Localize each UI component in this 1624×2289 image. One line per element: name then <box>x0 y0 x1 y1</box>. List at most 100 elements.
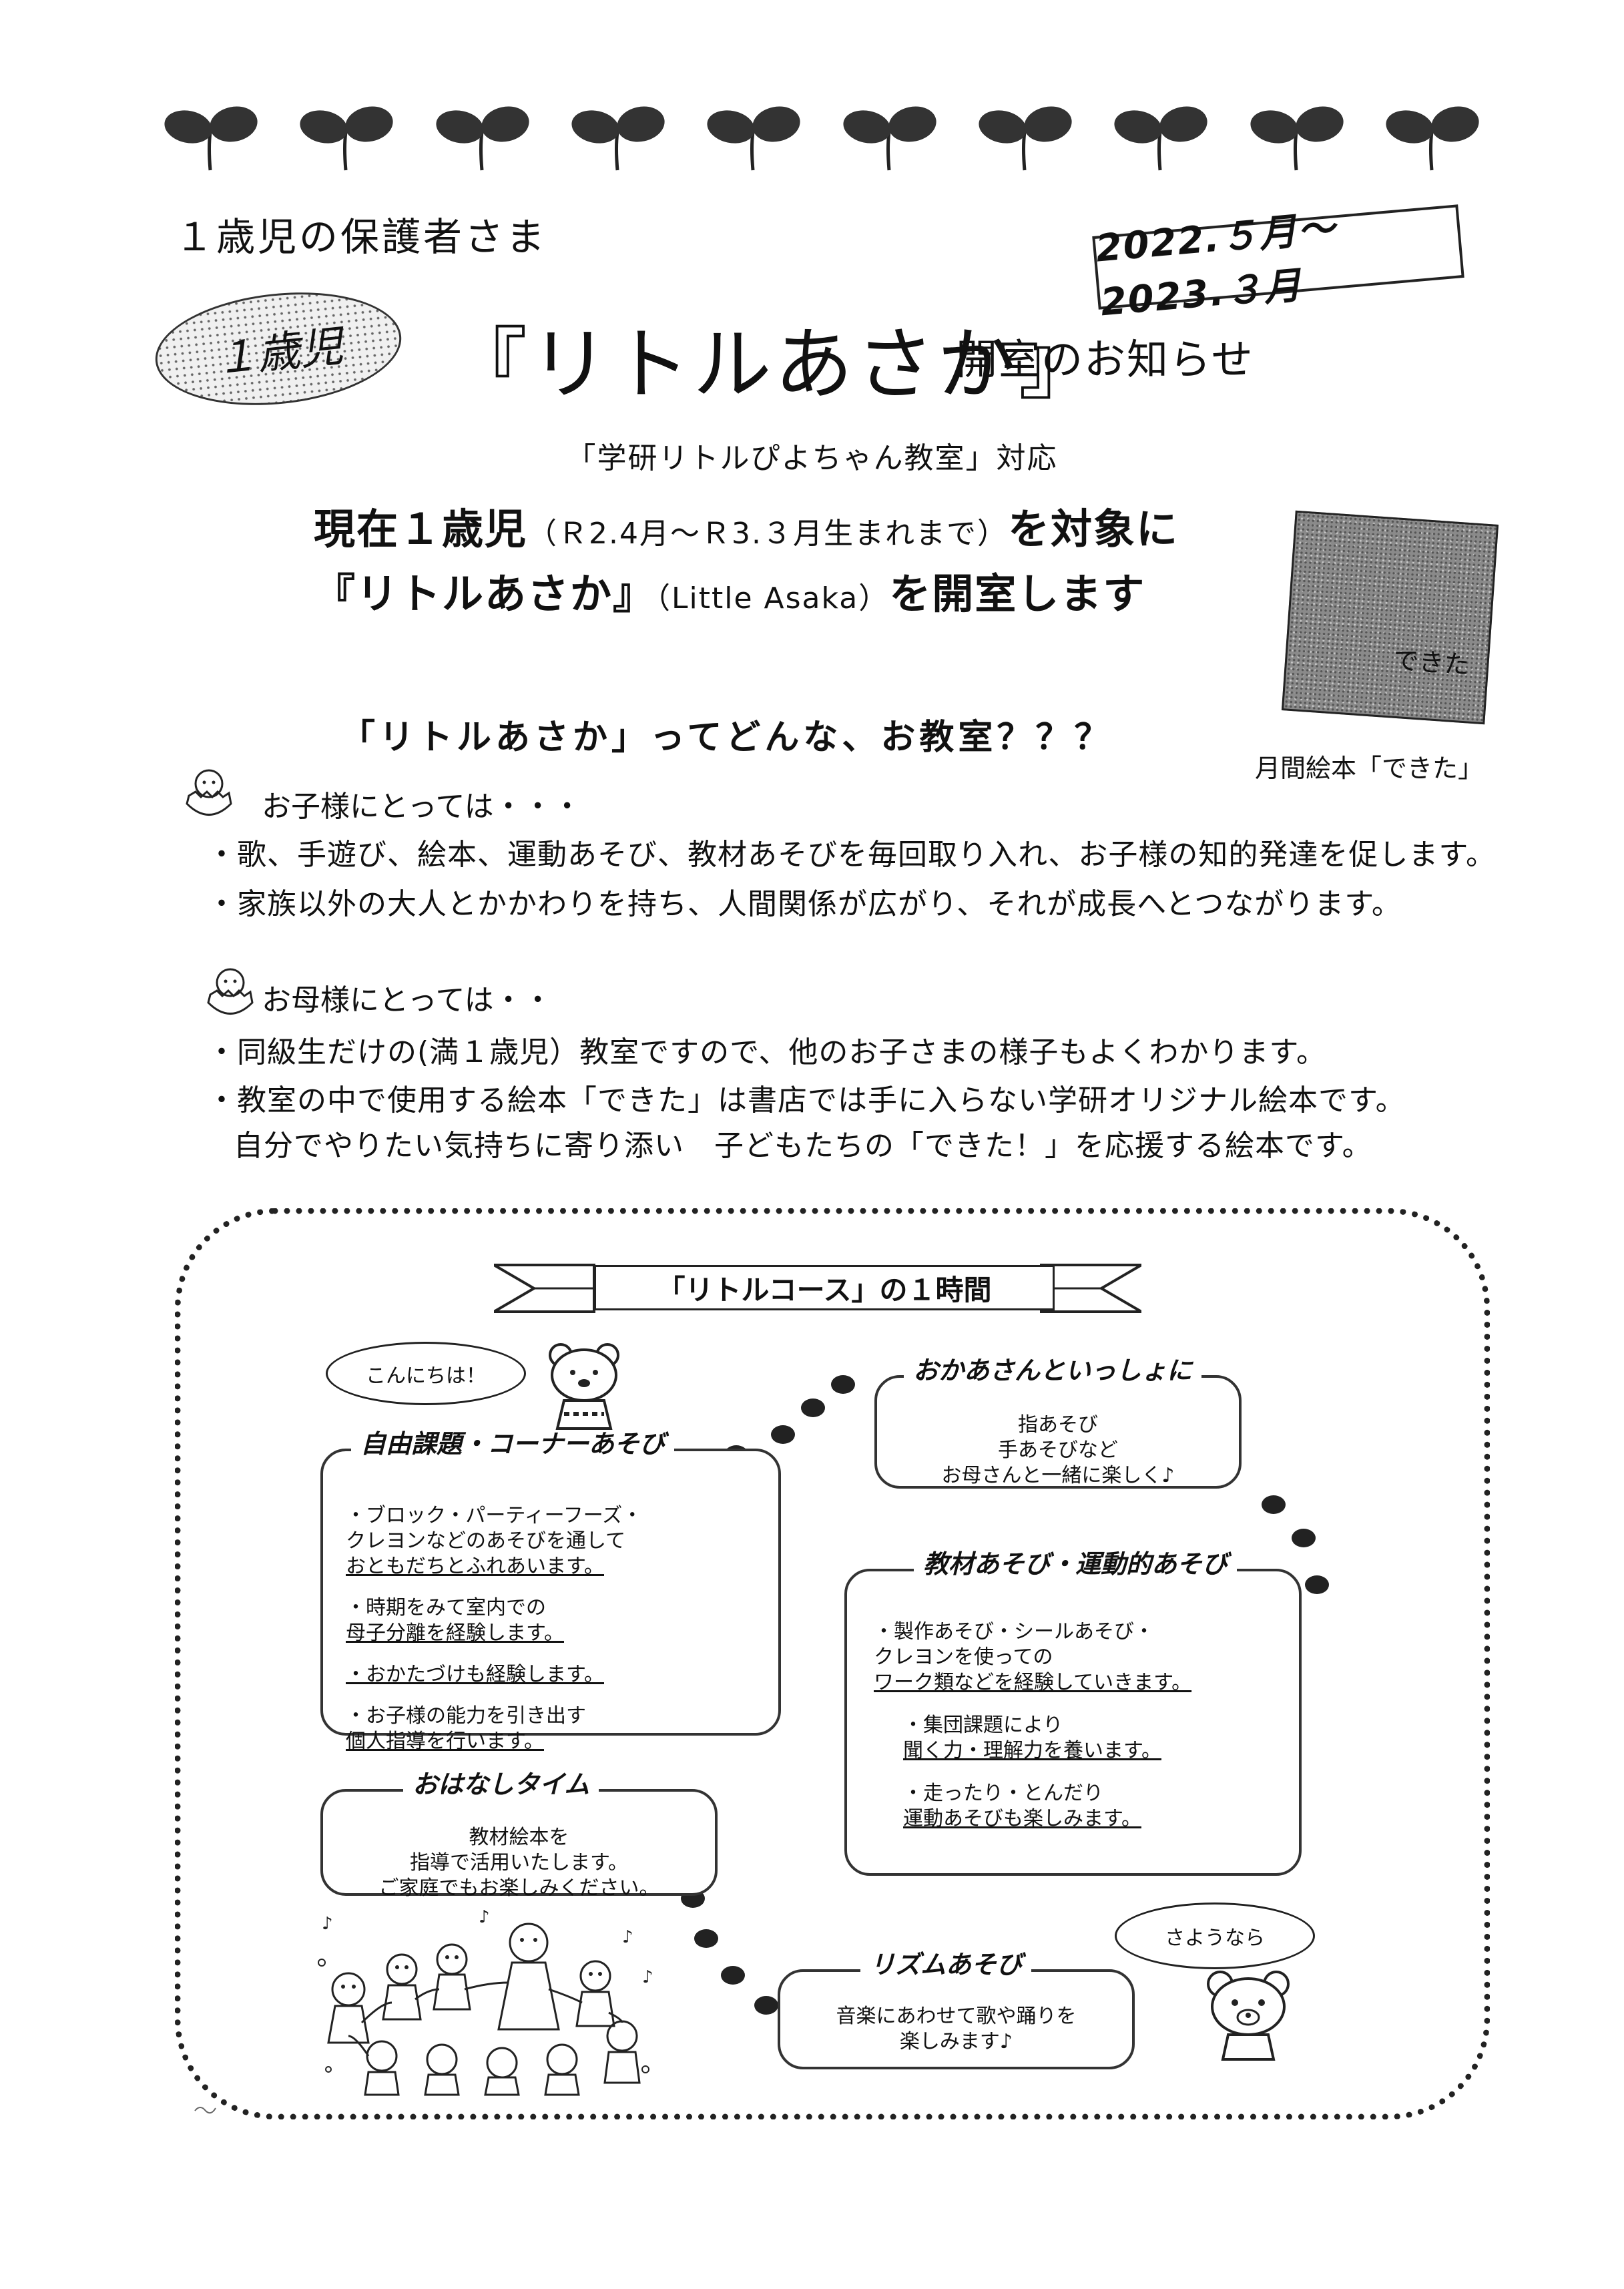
picture-book-cover: できた <box>1281 510 1499 725</box>
chick-icon <box>186 769 232 816</box>
book-cover-title: できた <box>1392 645 1470 680</box>
free-play-item: ・ブロック・パーティーフーズ・ クレヨンなどのあそびを通して おともだちとふれあ… <box>346 1503 756 1579</box>
sprout-icon <box>979 106 1072 171</box>
mother-heading: お母様にとっては・・ <box>262 983 553 1017</box>
with-mother-line: お母さんと一緒に楽しく♪ <box>941 1464 1175 1487</box>
page-title: 『リトルあさか』 <box>449 318 1101 411</box>
teaching-item: ・製作あそび・シールあそび・ クレヨンを使っての ワーク類などを経験していきます… <box>874 1619 1279 1696</box>
free-play-box: 自由課題・コーナーあそび ・ブロック・パーティーフーズ・ クレヨンなどのあそびを… <box>320 1431 781 1753</box>
child-heading: お子様にとっては・・・ <box>262 790 582 824</box>
intro-english-name: （Little Asaka） <box>655 581 890 615</box>
schedule-title: 「リトルコース」の１時間 <box>594 1265 1055 1310</box>
intro-line-1: 現在１歳児（Ｒ2.4月～Ｒ3.３月生まれまで）を対象に <box>314 499 1302 564</box>
title-suffix: 開室のお知らせ <box>956 335 1254 384</box>
intro-target: 現在１歳児 <box>314 505 528 553</box>
svg-text:♪: ♪ <box>622 1927 633 1947</box>
sprout-icon <box>300 106 393 171</box>
sprout-icon <box>436 106 529 171</box>
section-question: 「リトルあさか」ってどんな、お教室？？？ <box>340 718 1113 758</box>
bear-mascot-icon <box>1207 1971 1290 2061</box>
intro-birth-range: （Ｒ2.4月～Ｒ3.３月生まれまで） <box>527 517 1008 551</box>
free-play-line: おともだちとふれあいます。 <box>346 1555 604 1578</box>
intro-open: を開室します <box>889 569 1146 618</box>
goodbye-bubble: さようなら <box>1115 1902 1315 1969</box>
hello-bubble: こんにちは！ <box>326 1342 526 1405</box>
sprout-border <box>160 100 1482 174</box>
margin-mark <box>194 2107 216 2114</box>
path-dot <box>721 1966 745 1985</box>
mother-point: ・教室の中で使用する絵本「できた」は書店では手に入らない学研オリジナル絵本です。 <box>207 1083 1406 1117</box>
story-line: ご家庭でもお楽しみください。 <box>378 1876 659 1900</box>
sprout-icon <box>843 106 936 171</box>
with-mother-box: おかあさんといっしょに 指あそび 手あそびなど お母さんと一緒に楽しく♪ <box>874 1358 1242 1489</box>
free-play-line: クレヨンなどのあそびを通して <box>346 1529 626 1553</box>
free-play-title: 自由課題・コーナーあそび <box>351 1431 675 1457</box>
book-caption: 月間絵本「できた」 <box>1255 754 1484 783</box>
story-line: 指導で活用いたします。 <box>410 1851 628 1874</box>
path-dot <box>1305 1575 1329 1594</box>
svg-text:♪: ♪ <box>642 1967 653 1987</box>
intro-target-suffix: を対象に <box>1007 505 1179 553</box>
children-dancing-illustration: ♪ ♪ ♪ ♪ <box>318 1907 653 2096</box>
rhythm-play-title: リズムあそび <box>860 1952 1032 1977</box>
teaching-line: クレヨンを使っての <box>874 1645 1053 1669</box>
free-play-line: ・お子様の能力を引き出す <box>346 1704 586 1728</box>
free-play-item: ・おかたづけも経験します。 <box>346 1662 756 1688</box>
sprout-icon <box>571 106 665 171</box>
teaching-line: ・走ったり・とんだり <box>903 1782 1103 1805</box>
story-line: 教材絵本を <box>469 1826 569 1849</box>
free-play-line: ・おかたづけも経験します。 <box>346 1663 604 1686</box>
story-time-title: おはなしタイム <box>403 1772 599 1797</box>
path-dot <box>694 1929 718 1948</box>
story-time-box: おはなしタイム 教材絵本を 指導で活用いたします。 ご家庭でもお楽しみください。 <box>320 1772 718 1900</box>
sprout-icon <box>1114 106 1207 171</box>
mother-point-continued: 自分でやりたい気持ちに寄り添い 子どもたちの「できた！」を応援する絵本です。 <box>234 1129 1372 1163</box>
svg-text:♪: ♪ <box>322 1914 333 1934</box>
free-play-line: 母子分離を経験します。 <box>346 1621 564 1645</box>
path-dot <box>801 1398 825 1417</box>
path-dot <box>771 1425 795 1444</box>
rhythm-line: 音楽にあわせて歌や踊りを <box>836 2005 1077 2028</box>
path-dot <box>1262 1495 1286 1514</box>
teaching-play-title: 教材あそび・運動的あそび <box>914 1551 1238 1577</box>
program-note: 「学研リトルぴよちゃん教室」対応 <box>566 441 1058 475</box>
child-point: ・家族以外の大人とかかわりを持ち、人間関係が広がり、それが成長へとつながります。 <box>207 887 1402 921</box>
free-play-item: ・お子様の能力を引き出す 個人指導を行います。 <box>346 1704 756 1754</box>
path-dot <box>754 1996 778 2015</box>
path-dot <box>831 1375 855 1394</box>
rhythm-line: 楽しみます♪ <box>899 2030 1013 2053</box>
mother-point: ・同級生だけの(満１歳児）教室ですので、他のお子さまの様子もよくわかります。 <box>207 1035 1327 1069</box>
sprout-icon <box>164 106 258 171</box>
sprout-icon <box>1250 106 1344 171</box>
teaching-line: 運動あそびも楽しみます。 <box>903 1807 1141 1830</box>
sprout-icon <box>1386 106 1479 171</box>
bear-mascot-icon <box>549 1343 619 1430</box>
audience-line: １歳児の保護者さま <box>175 214 548 260</box>
teaching-item: ・走ったり・とんだり 運動あそびも楽しみます。 <box>874 1781 1279 1832</box>
teaching-line: 聞く力・理解力を養います。 <box>903 1739 1161 1762</box>
sprout-icon <box>707 106 800 171</box>
intro: 現在１歳児（Ｒ2.4月～Ｒ3.３月生まれまで）を対象に 『リトルあさか』（Lit… <box>314 499 1302 629</box>
with-mother-line: 手あそびなど <box>998 1439 1118 1462</box>
free-play-item: ・時期をみて室内での 母子分離を経験します。 <box>346 1595 756 1646</box>
free-play-line: ・時期をみて室内での <box>346 1596 546 1619</box>
intro-title: 『リトルあさか』 <box>314 569 656 618</box>
child-point: ・歌、手遊び、絵本、運動あそび、教材あそびを毎回取り入れ、お子様の知的発達を促し… <box>207 838 1497 872</box>
age-badge: １歳児 <box>150 281 407 417</box>
schedule-frame <box>175 1208 1490 2119</box>
teaching-line: ・製作あそび・シールあそび・ <box>874 1620 1154 1643</box>
intro-line-2: 『リトルあさか』（Little Asaka）を開室します <box>314 564 1302 629</box>
teaching-line: ワーク類などを経験していきます。 <box>874 1671 1192 1694</box>
period-stamp: 2022.５月～2023.３月 <box>1092 204 1464 324</box>
teaching-line: ・集団課題により <box>903 1714 1063 1737</box>
path-dot <box>1292 1529 1316 1547</box>
with-mother-line: 指あそび <box>1018 1413 1098 1437</box>
svg-text:♪: ♪ <box>479 1907 490 1927</box>
rhythm-play-box: リズムあそび 音楽にあわせて歌や踊りを 楽しみます♪ <box>778 1952 1135 2069</box>
teaching-play-box: 教材あそび・運動的あそび ・製作あそび・シールあそび・ クレヨンを使っての ワー… <box>844 1551 1302 1876</box>
teaching-item: ・集団課題により 聞く力・理解力を養います。 <box>874 1713 1279 1764</box>
chick-icon <box>207 968 254 1015</box>
with-mother-title: おかあさんといっしょに <box>904 1358 1202 1383</box>
free-play-line: 個人指導を行います。 <box>346 1730 544 1753</box>
free-play-line: ・ブロック・パーティーフーズ・ <box>346 1504 643 1527</box>
